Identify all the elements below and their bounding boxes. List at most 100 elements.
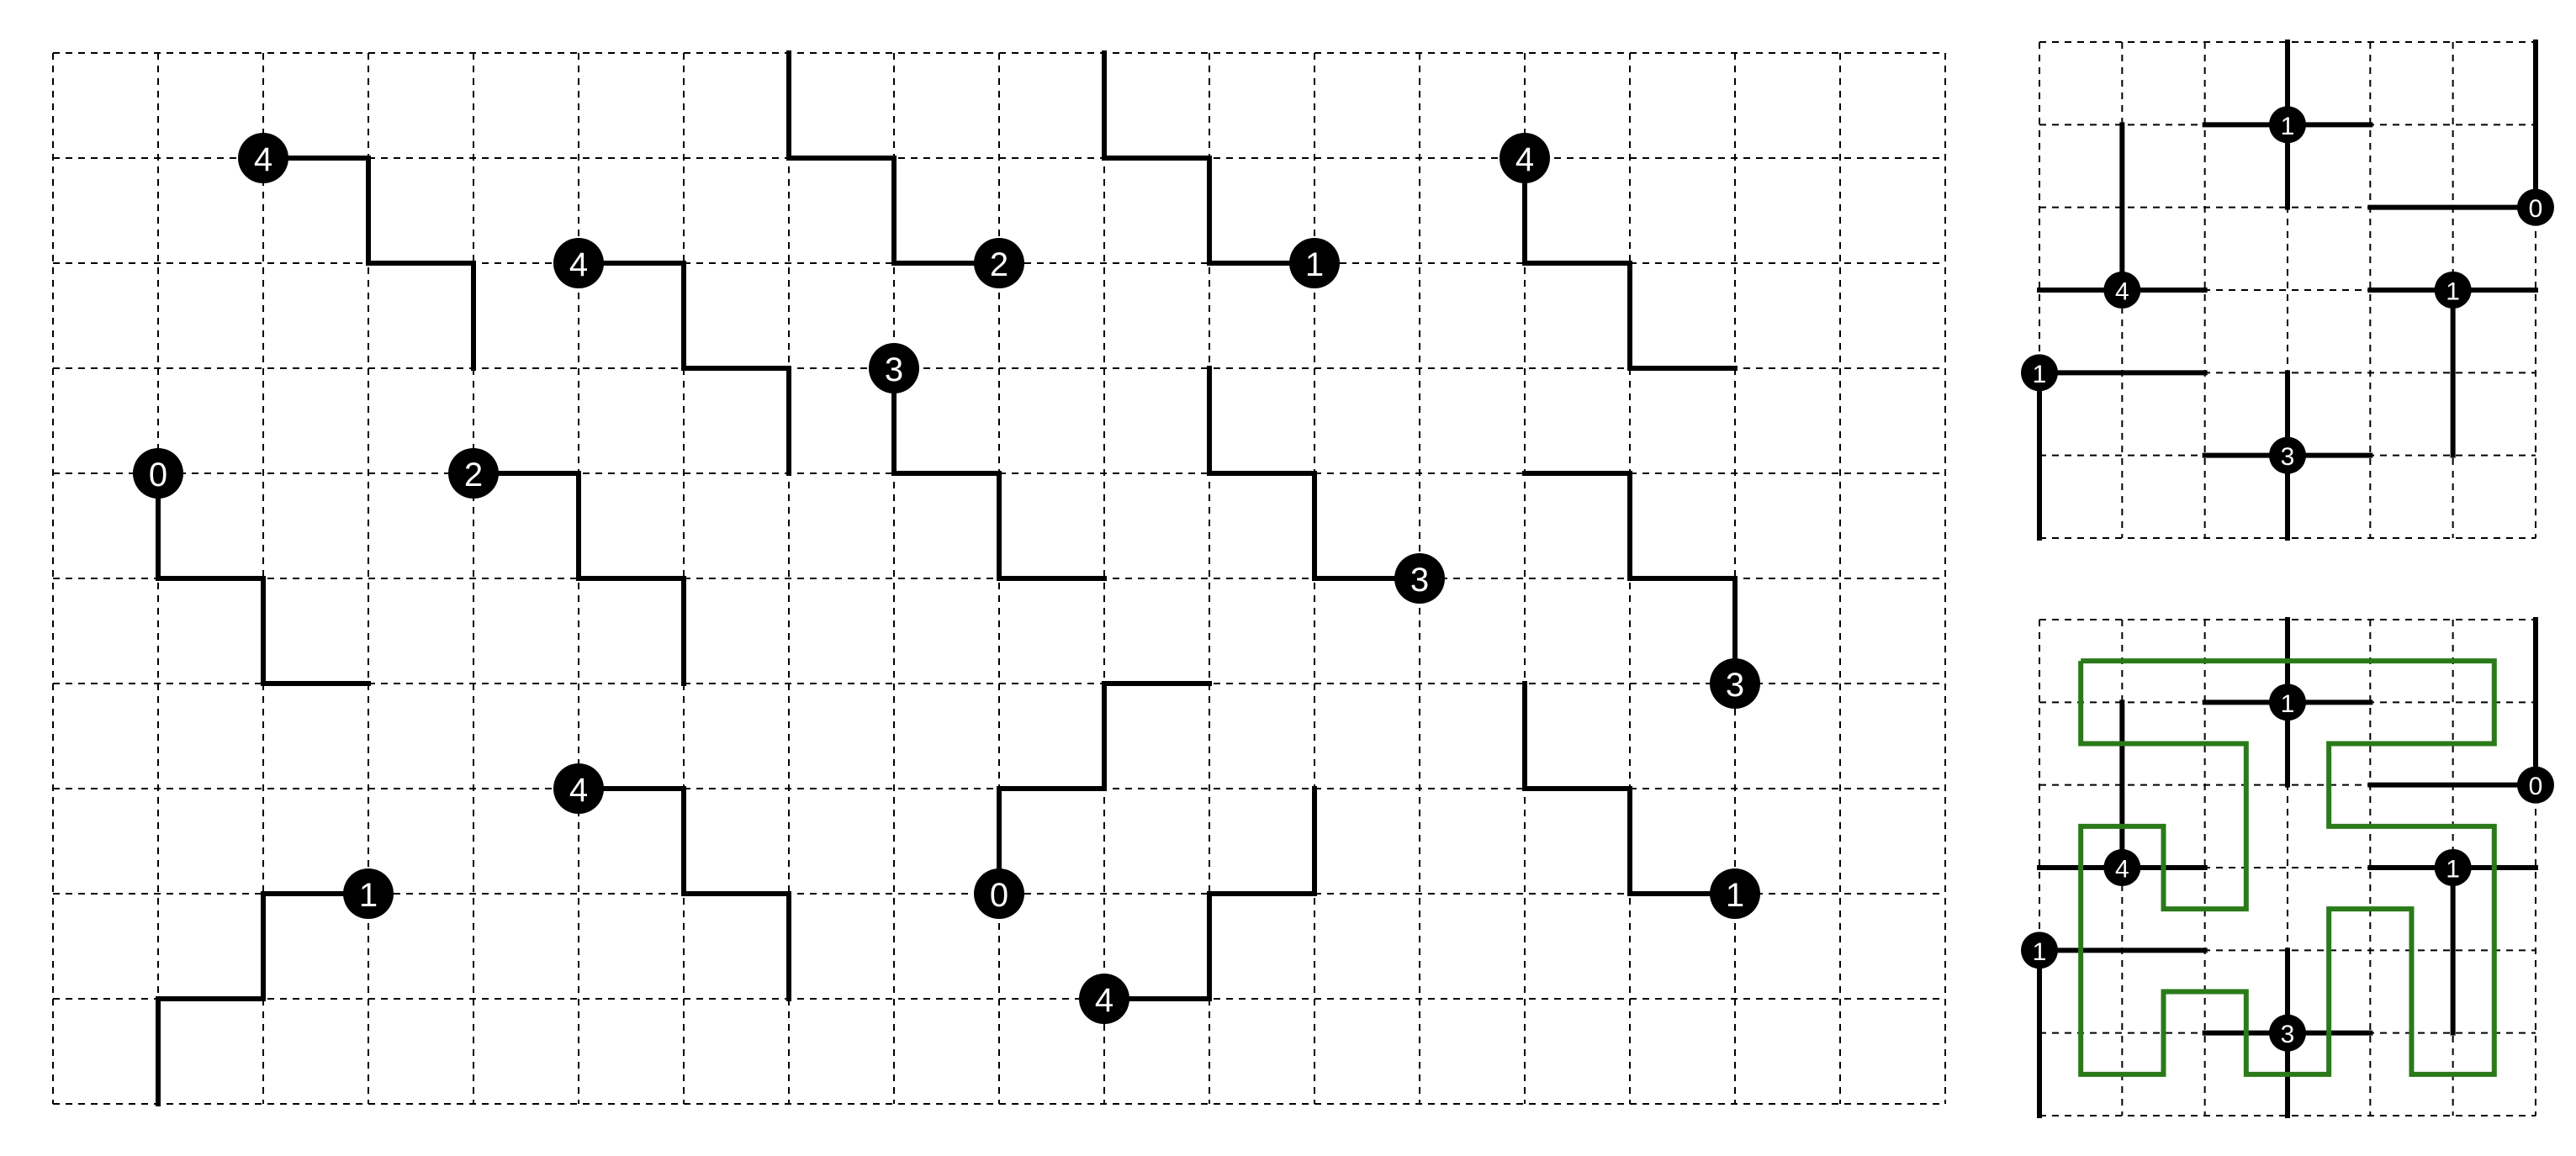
clue-circle	[974, 868, 1024, 919]
wall-segment	[576, 261, 791, 476]
clue-number: 1	[2446, 855, 2460, 883]
clue-marker: 3	[869, 343, 919, 393]
clue-number: 3	[1410, 562, 1429, 599]
clue-number: 1	[2446, 277, 2460, 305]
wall-segment	[997, 681, 1212, 896]
main-puzzle-board[interactable]: 4 4 2 1 4 3 0 2 3 3 4 1 0 1 4	[52, 50, 1946, 1106]
solution-puzzle-board: 1 0 4 1 1 3	[2021, 617, 2554, 1118]
clue-circle	[2516, 188, 2554, 226]
clue-circle	[1079, 974, 1129, 1024]
clue-number: 4	[1095, 982, 1113, 1019]
clue-circle	[2434, 271, 2472, 309]
clue-circle	[553, 763, 604, 814]
clue-marker: 0	[2516, 766, 2554, 804]
clue-marker: 3	[1394, 553, 1445, 604]
clue-marker: 3	[1710, 658, 1760, 709]
clue-marker: 1	[343, 868, 394, 919]
wall-segment	[1102, 50, 1317, 266]
solution-loop	[2078, 658, 2497, 1077]
clue-circle	[1500, 133, 1550, 183]
clue-circle	[2268, 684, 2306, 721]
clue-number: 1	[1305, 246, 1324, 283]
clue-circle	[2268, 106, 2306, 144]
clue-marker: 1	[2268, 106, 2306, 144]
clue-circle	[2021, 354, 2058, 392]
clue-number: 4	[2115, 855, 2129, 883]
clue-circle	[343, 868, 394, 919]
wall-segment	[786, 50, 1002, 266]
clue-marker: 0	[2516, 188, 2554, 226]
wall-segment	[156, 471, 371, 686]
clue-number: 4	[569, 246, 588, 283]
clue-marker: 1	[1289, 238, 1340, 288]
clue-number: 1	[2281, 113, 2295, 140]
wall-segments	[156, 50, 1738, 1106]
clue-circle	[869, 343, 919, 393]
clue-number: 3	[2281, 1021, 2295, 1048]
clue-circle	[2021, 932, 2058, 969]
clue-marker: 0	[974, 868, 1024, 919]
clue-number: 4	[254, 141, 272, 178]
clue-marker: 4	[238, 133, 288, 183]
clue-marker: 1	[2021, 932, 2058, 969]
clue-circle	[448, 448, 499, 499]
clue-number: 3	[885, 351, 903, 388]
wall-segment	[261, 156, 476, 371]
clue-marker: 3	[2268, 1014, 2306, 1052]
wall-segment	[1102, 786, 1317, 1001]
wall-segment	[1522, 471, 1738, 686]
wall-segments	[2037, 617, 2538, 1118]
wall-segments	[2037, 40, 2538, 541]
clue-circle	[238, 133, 288, 183]
clue-circle	[1710, 658, 1760, 709]
clue-circle	[2516, 766, 2554, 804]
clue-marker: 1	[2434, 271, 2472, 309]
clue-number: 1	[2033, 361, 2047, 388]
clue-circle	[974, 238, 1024, 288]
clue-marker: 2	[974, 238, 1024, 288]
clue-number: 2	[464, 457, 483, 494]
clue-marker: 3	[2268, 436, 2306, 474]
clue-number: 3	[2281, 443, 2295, 471]
wall-segment	[1522, 681, 1738, 896]
clue-circle	[2103, 848, 2141, 886]
wall-segment	[471, 471, 686, 686]
clue-number: 3	[1726, 667, 1744, 704]
clue-number: 1	[2033, 938, 2047, 966]
clue-marker: 1	[2434, 848, 2472, 886]
clue-number: 1	[359, 877, 378, 914]
clue-number: 4	[2115, 277, 2129, 305]
clue-markers: 4 4 2 1 4 3 0 2 3 3 4 1 0 1 4	[133, 133, 1760, 1024]
clue-markers: 1 0 4 1 1 3	[2021, 106, 2554, 474]
clue-marker: 4	[1500, 133, 1550, 183]
clue-marker: 2	[448, 448, 499, 499]
clue-number: 0	[990, 877, 1008, 914]
clue-number: 1	[2281, 690, 2295, 718]
clue-markers: 1 0 4 1 1 3	[2021, 684, 2554, 1052]
wall-segment	[1522, 156, 1738, 371]
clue-circle	[1394, 553, 1445, 604]
example-puzzle-board: 1 0 4 1 1 3	[2021, 40, 2554, 541]
clue-marker: 4	[2103, 848, 2141, 886]
clue-number: 2	[990, 246, 1008, 283]
clue-number: 4	[569, 772, 588, 809]
clue-number: 0	[2529, 195, 2543, 223]
clue-number: 0	[149, 457, 167, 494]
clue-circle	[2103, 271, 2141, 309]
wall-segment	[576, 786, 791, 1001]
wall-segment	[1207, 366, 1422, 581]
clue-circle	[2268, 1014, 2306, 1052]
clue-marker: 1	[2268, 684, 2306, 721]
clue-marker: 4	[1079, 974, 1129, 1024]
clue-circle	[1710, 868, 1760, 919]
clue-marker: 1	[2021, 354, 2058, 392]
clue-circle	[553, 238, 604, 288]
clue-number: 1	[1726, 877, 1744, 914]
wall-segment	[156, 891, 371, 1106]
clue-marker: 4	[553, 763, 604, 814]
clue-circle	[2268, 436, 2306, 474]
clue-marker: 0	[133, 448, 183, 499]
wall-segment	[891, 366, 1107, 581]
clue-circle	[2434, 848, 2472, 886]
